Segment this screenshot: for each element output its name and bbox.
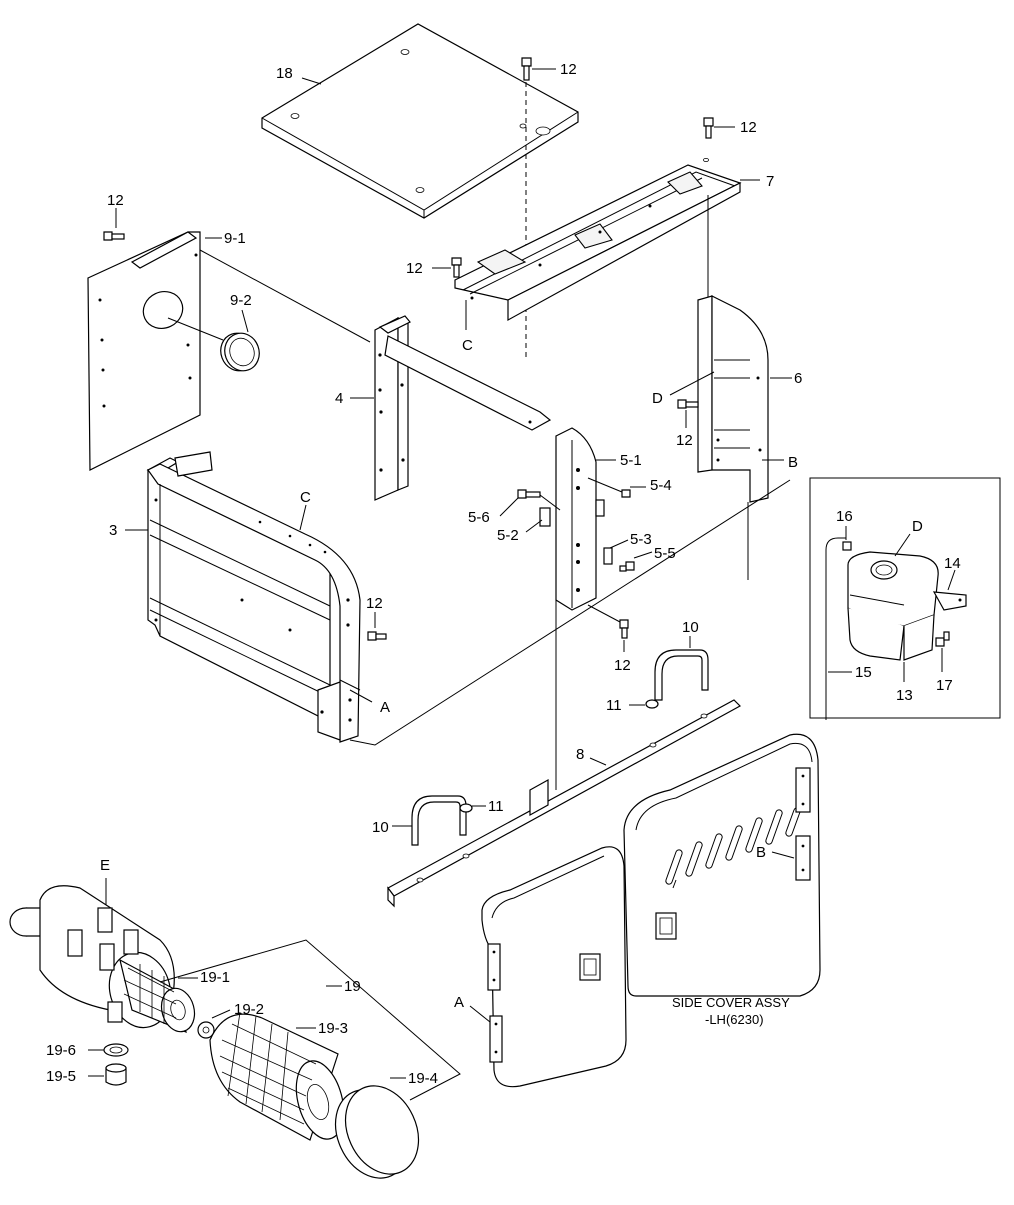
label-19: 19	[344, 978, 361, 995]
label-9-1: 9-1	[224, 230, 246, 247]
upright-5-1	[555, 427, 613, 790]
label-7: 7	[766, 173, 774, 190]
bolt-5-6	[517, 489, 561, 511]
label-C2: C	[300, 489, 311, 506]
label-5-4: 5-4	[650, 477, 672, 494]
label-E: E	[100, 857, 110, 874]
nut-11-right	[645, 699, 659, 709]
label-B2: B	[756, 844, 766, 861]
side-cover-subtitle: -LH(6230)	[705, 1012, 764, 1027]
label-19-6: 19-6	[46, 1042, 76, 1059]
clip-5-2	[539, 507, 551, 527]
outer-filter-19-3	[209, 1011, 345, 1141]
inner-filter-19-1	[119, 958, 196, 1033]
top-cover-plate-18	[261, 23, 579, 219]
label-16: 16	[836, 508, 853, 525]
label-5-6: 5-6	[468, 509, 490, 526]
side-cover-right	[623, 733, 821, 997]
bolt-5-4	[587, 477, 631, 498]
end-cap-19-4	[334, 1085, 420, 1179]
label-19-5: 19-5	[46, 1068, 76, 1085]
label-12g: 12	[366, 595, 383, 612]
label-12b: 12	[740, 119, 757, 136]
label-14: 14	[944, 555, 961, 572]
bracket-4	[374, 315, 552, 501]
tank-inset	[809, 477, 1001, 720]
label-8: 8	[576, 746, 584, 763]
vent-slots	[665, 807, 801, 889]
label-C1: C	[462, 337, 473, 354]
label-D2: D	[912, 518, 923, 535]
clamp-19-6	[103, 1043, 129, 1057]
label-12a: 12	[560, 61, 577, 78]
label-D1: D	[652, 390, 663, 407]
bolt-12-rail	[451, 257, 462, 278]
u-bolt-10-right	[654, 649, 709, 701]
label-5-3: 5-3	[630, 531, 652, 548]
side-cover-title: SIDE COVER ASSY	[672, 995, 790, 1010]
nut-11-left	[459, 803, 473, 813]
bolt-12-frame	[367, 631, 387, 641]
label-12e: 12	[676, 432, 693, 449]
label-5-2: 5-2	[497, 527, 519, 544]
label-4: 4	[335, 390, 343, 407]
label-19-1: 19-1	[200, 969, 230, 986]
label-A1: A	[380, 699, 390, 716]
rail-7	[454, 157, 742, 322]
label-9-2: 9-2	[230, 292, 252, 309]
label-19-4: 19-4	[408, 1070, 438, 1087]
grommet-9-2	[220, 332, 260, 372]
label-5-1: 5-1	[620, 452, 642, 469]
bolt-12-side	[103, 231, 125, 241]
side-panel-9-1	[87, 231, 201, 471]
label-15: 15	[855, 664, 872, 681]
label-3: 3	[109, 522, 117, 539]
frame-3	[146, 451, 361, 743]
u-bolt-10-left	[411, 795, 467, 846]
bolt-12-top	[521, 57, 532, 360]
label-12d: 12	[107, 192, 124, 209]
label-19-3: 19-3	[318, 1020, 348, 1037]
label-12f: 12	[614, 657, 631, 674]
bolt-12-upright	[587, 604, 629, 639]
label-10b: 10	[372, 819, 389, 836]
label-11b: 11	[488, 798, 504, 815]
label-18: 18	[276, 65, 293, 82]
label-11a: 11	[606, 697, 622, 714]
label-6: 6	[794, 370, 802, 387]
bolt-5-5	[619, 561, 635, 572]
side-cover-left	[481, 846, 627, 1088]
label-A2: A	[454, 994, 464, 1011]
nut-19-2	[197, 1021, 215, 1039]
bolt-12-right-top	[703, 117, 714, 139]
post-6	[697, 295, 769, 580]
label-5-5: 5-5	[654, 545, 676, 562]
cap-19-5	[105, 1063, 127, 1086]
label-12c: 12	[406, 260, 423, 277]
angle-rail-8	[387, 699, 741, 908]
label-13: 13	[896, 687, 913, 704]
label-B1: B	[788, 454, 798, 471]
bolt-12-post	[677, 399, 699, 409]
label-17: 17	[936, 677, 953, 694]
label-10a: 10	[682, 619, 699, 636]
